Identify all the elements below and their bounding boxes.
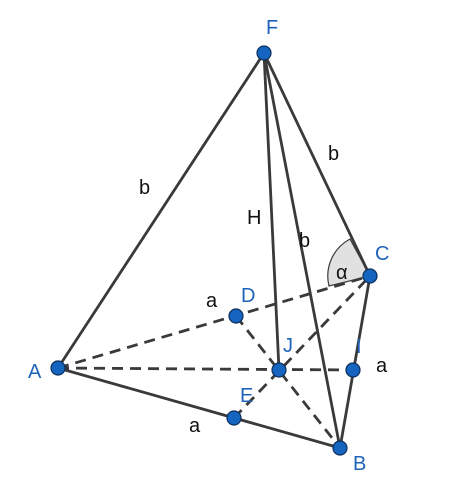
label-edge-AD: a — [206, 290, 218, 312]
label-D: D — [241, 285, 255, 307]
label-A: A — [28, 361, 42, 383]
point-E — [226, 410, 242, 426]
label-C: C — [375, 243, 389, 265]
edge-FC — [262, 51, 372, 278]
label-J: J — [283, 335, 293, 357]
label-B: B — [353, 453, 366, 475]
point-D — [228, 308, 244, 324]
angle-alpha-marker — [327, 238, 371, 287]
point-A — [50, 360, 66, 376]
point-B — [332, 440, 348, 456]
label-angle-alpha: α — [336, 262, 348, 284]
label-edge-CI: a — [376, 355, 388, 377]
edge-AI — [57, 366, 354, 372]
label-edge-FJ: H — [247, 207, 261, 229]
edge-FB — [262, 51, 342, 450]
label-edge-FC: b — [328, 143, 339, 165]
edge-EC — [232, 275, 372, 419]
point-J — [271, 362, 287, 378]
point-I — [345, 362, 361, 378]
edge-AB — [56, 366, 342, 450]
edge-FA — [56, 51, 266, 370]
edge-BC — [338, 274, 372, 450]
label-edge-FB: b — [299, 230, 310, 252]
edge-AC — [57, 274, 371, 370]
point-F — [256, 45, 272, 61]
label-F: F — [266, 17, 278, 39]
label-E: E — [240, 385, 253, 407]
point-C — [362, 268, 378, 284]
label-edge-AE: a — [189, 415, 201, 437]
edge-DB — [234, 315, 342, 449]
edge-FJ — [262, 51, 281, 372]
label-edge-FA: b — [139, 177, 150, 199]
label-I: I — [356, 336, 362, 358]
